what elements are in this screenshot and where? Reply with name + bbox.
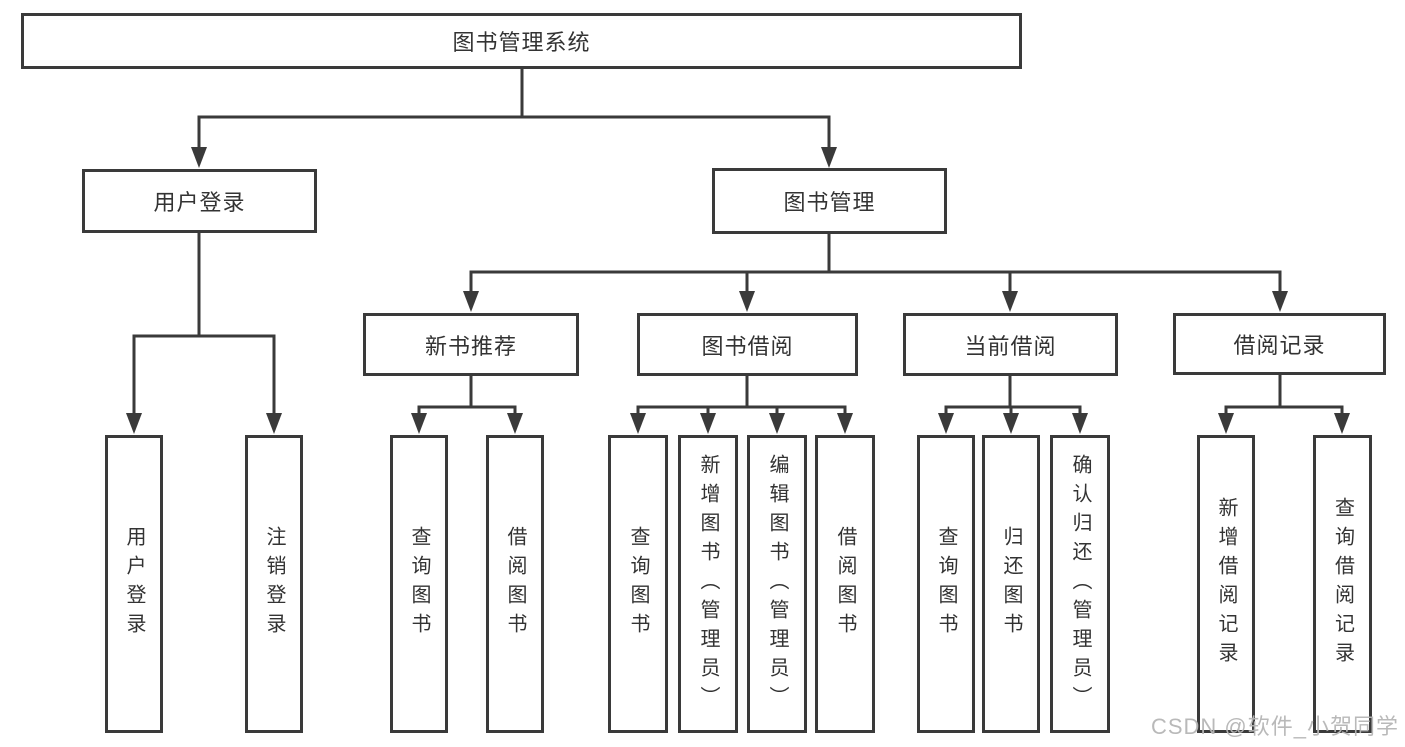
csdn-watermark: CSDN @软件_小贺同学	[1150, 714, 1399, 739]
node-label-leaf-nbr-query-book: 查询图书	[408, 526, 430, 642]
node-new-book-recommend: 新书推荐	[363, 313, 579, 376]
node-label-leaf-cb-return-book: 归还图书	[1000, 526, 1022, 642]
node-label-leaf-logout: 注销登录	[263, 526, 285, 642]
node-leaf-cb-return-book: 归还图书	[982, 435, 1040, 733]
node-leaf-cb-query-book: 查询图书	[917, 435, 975, 733]
node-label-leaf-user-login: 用户登录	[123, 526, 145, 642]
node-label-leaf-bb-edit-book-admin: 编辑图书（管理员）	[766, 453, 788, 715]
node-label-new-book-recommend: 新书推荐	[424, 333, 517, 359]
node-leaf-bb-query-book: 查询图书	[608, 435, 668, 733]
node-leaf-br-add-record: 新增借阅记录	[1197, 435, 1255, 733]
node-leaf-user-login: 用户登录	[105, 435, 163, 733]
connector-book-mgmt-branch	[463, 232, 1288, 312]
node-book-borrow: 图书借阅	[637, 313, 858, 376]
node-label-leaf-bb-query-book: 查询图书	[627, 526, 649, 642]
node-label-leaf-cb-confirm-admin: 确认归还（管理员）	[1069, 453, 1091, 715]
arrowhead-icon	[507, 413, 523, 434]
node-leaf-nbr-query-book: 查询图书	[390, 435, 448, 733]
node-leaf-logout: 注销登录	[245, 435, 303, 733]
node-label-current-borrow: 当前借阅	[964, 333, 1057, 359]
connector-new-book-recommend	[411, 374, 523, 434]
arrowhead-icon	[938, 413, 954, 434]
connector-current-borrow	[938, 374, 1088, 434]
node-current-borrow: 当前借阅	[903, 313, 1118, 376]
node-label-leaf-nbr-borrow-book: 借阅图书	[504, 526, 526, 642]
node-leaf-bb-edit-book-admin: 编辑图书（管理员）	[747, 435, 807, 733]
node-label-leaf-br-add-record: 新增借阅记录	[1215, 497, 1237, 671]
node-label-borrow-records: 借阅记录	[1233, 333, 1326, 358]
arrowhead-icon	[1218, 413, 1234, 434]
arrowhead-icon	[630, 413, 646, 434]
node-leaf-bb-add-book-admin: 新增图书（管理员）	[678, 435, 738, 733]
arrowhead-icon	[463, 291, 479, 312]
arrowhead-icon	[837, 413, 853, 434]
arrowhead-icon	[1272, 291, 1288, 312]
arrowhead-icon	[266, 413, 282, 434]
connector-book-borrow	[630, 374, 853, 434]
node-label-leaf-bb-add-book-admin: 新增图书（管理员）	[697, 453, 719, 715]
connector-borrow-records	[1218, 373, 1350, 434]
node-label-leaf-br-query-record: 查询借阅记录	[1331, 497, 1354, 671]
arrowhead-icon	[411, 413, 427, 434]
arrowhead-icon	[821, 147, 837, 168]
node-label-root: 图书管理系统	[452, 30, 591, 55]
node-leaf-nbr-borrow-book: 借阅图书	[486, 435, 544, 733]
arrowhead-icon	[126, 413, 142, 434]
node-root: 图书管理系统	[21, 13, 1022, 69]
arrowhead-icon	[1002, 291, 1018, 312]
node-label-book-borrow: 图书借阅	[701, 333, 794, 359]
node-label-leaf-cb-query-book: 查询图书	[935, 526, 957, 642]
arrowhead-icon	[769, 413, 785, 434]
node-label-leaf-bb-borrow-book: 借阅图书	[834, 526, 856, 642]
node-label-user-login-branch: 用户登录	[153, 190, 246, 215]
arrowhead-icon	[1072, 413, 1088, 434]
arrowhead-icon	[1003, 413, 1019, 434]
node-user-login-branch: 用户登录	[82, 169, 317, 233]
node-book-mgmt-branch: 图书管理	[712, 168, 947, 234]
node-leaf-br-query-record: 查询借阅记录	[1313, 435, 1372, 733]
arrowhead-icon	[700, 413, 716, 434]
arrowhead-icon	[739, 291, 755, 312]
connector-user-login-branch	[126, 231, 282, 434]
node-label-book-mgmt-branch: 图书管理	[783, 190, 876, 215]
arrowhead-icon	[1334, 413, 1350, 434]
connector-root	[191, 67, 837, 168]
node-leaf-cb-confirm-admin: 确认归还（管理员）	[1050, 435, 1110, 733]
node-leaf-bb-borrow-book: 借阅图书	[815, 435, 875, 733]
arrowhead-icon	[191, 147, 207, 168]
node-borrow-records: 借阅记录	[1173, 313, 1386, 375]
